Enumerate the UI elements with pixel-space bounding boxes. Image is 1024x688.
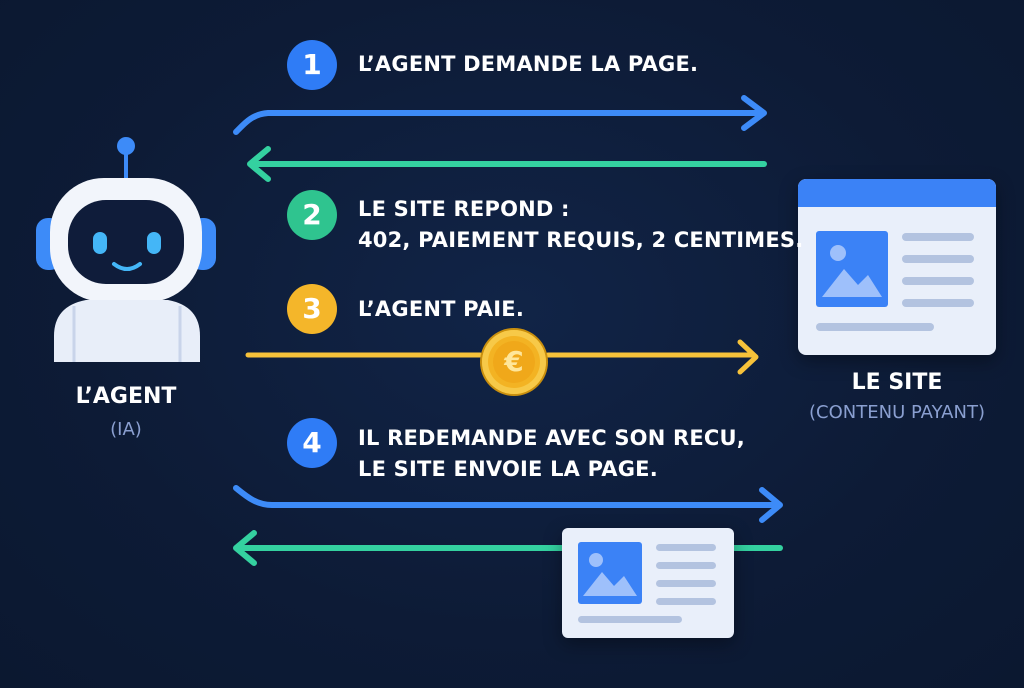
text-line	[816, 323, 934, 331]
text-line	[902, 255, 974, 263]
text-line	[656, 580, 716, 587]
text-line	[902, 233, 974, 241]
step-1-badge: 1	[287, 40, 337, 90]
step-2-text: LE SITE REPOND : 402, PAIEMENT REQUIS, 2…	[358, 194, 803, 256]
request-arrow-4-head	[759, 487, 783, 523]
delivered-page-illustration	[562, 528, 734, 638]
robot-icon	[36, 137, 216, 362]
step-3-badge: 3	[287, 284, 337, 334]
site-title: LE SITE	[851, 370, 943, 395]
site-subtitle: (CONTENU PAYANT)	[809, 402, 985, 423]
step-4-badge: 4	[287, 418, 337, 468]
step-2-line-1: LE SITE REPOND :	[358, 197, 570, 221]
text-line	[656, 598, 716, 605]
euro-symbol: €	[493, 341, 535, 383]
image-placeholder-icon	[816, 231, 888, 307]
text-line	[902, 277, 974, 285]
step-4-line-2: LE SITE ENVOIE LA PAGE.	[358, 457, 658, 481]
text-line	[578, 616, 682, 623]
step-1-text: L’AGENT DEMANDE LA PAGE.	[358, 49, 698, 80]
text-line	[656, 562, 716, 569]
step-2-badge: 2	[287, 190, 337, 240]
step-4-line-1: IL REDEMANDE AVEC SON RECU,	[358, 426, 745, 450]
step-1-line-1: L’AGENT DEMANDE LA PAGE.	[358, 52, 699, 76]
request-arrow-4	[233, 485, 779, 508]
image-placeholder-icon	[578, 542, 642, 604]
website-illustration	[798, 179, 996, 355]
request-arrow-1-head	[741, 95, 767, 131]
response-arrow-2-head	[247, 146, 271, 182]
browser-topbar	[798, 179, 996, 207]
text-line	[656, 544, 716, 551]
payment-arrow-3-head	[737, 339, 759, 375]
agent-subtitle: (IA)	[110, 419, 142, 440]
text-line	[902, 299, 974, 307]
step-4-text: IL REDEMANDE AVEC SON RECU, LE SITE ENVO…	[358, 423, 745, 485]
response-arrow-4-head	[233, 530, 257, 566]
request-arrow-1	[233, 110, 763, 135]
step-2-line-2: 402, PAIEMENT REQUIS, 2 CENTIMES.	[358, 228, 804, 252]
step-3-line-1: L’AGENT PAIE.	[358, 297, 525, 321]
step-3-text: L’AGENT PAIE.	[358, 294, 524, 325]
euro-coin-icon: €	[482, 330, 546, 394]
agent-title: L’AGENT	[75, 384, 177, 409]
